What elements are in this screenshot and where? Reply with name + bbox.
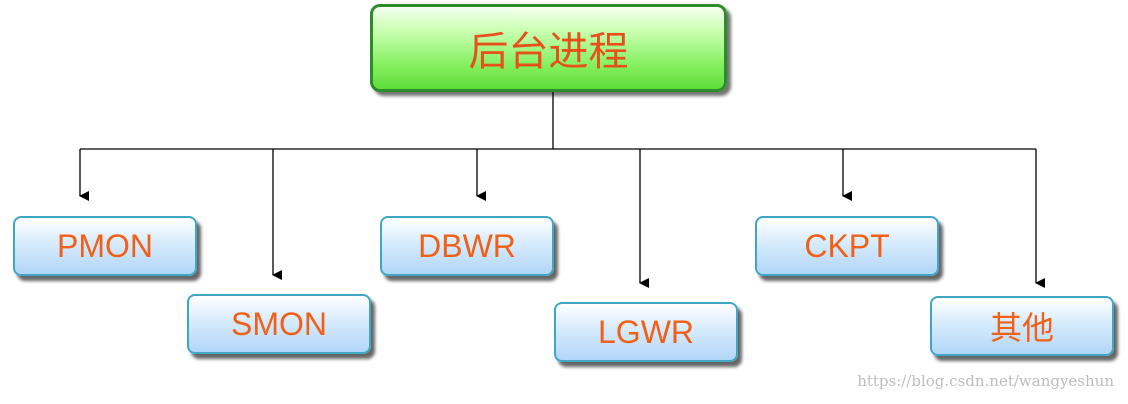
watermark-url: https://blog.csdn.net/wangyeshun — [857, 372, 1114, 390]
node-dbwr: DBWR — [380, 216, 554, 276]
node-other-label: 其他 — [989, 309, 1054, 347]
node-pmon-label: PMON — [57, 227, 153, 264]
node-ckpt: CKPT — [755, 216, 939, 276]
root-node-label: 后台进程 — [468, 29, 629, 75]
node-other: 其他 — [930, 296, 1114, 356]
node-pmon: PMON — [13, 216, 197, 276]
node-lgwr-label: LGWR — [598, 313, 694, 350]
node-dbwr-label: DBWR — [418, 227, 516, 264]
node-lgwr: LGWR — [554, 302, 738, 362]
node-smon-label: SMON — [231, 305, 327, 342]
node-ckpt-label: CKPT — [804, 227, 890, 264]
root-node-background-process: 后台进程 — [370, 4, 727, 92]
node-smon: SMON — [187, 294, 371, 354]
